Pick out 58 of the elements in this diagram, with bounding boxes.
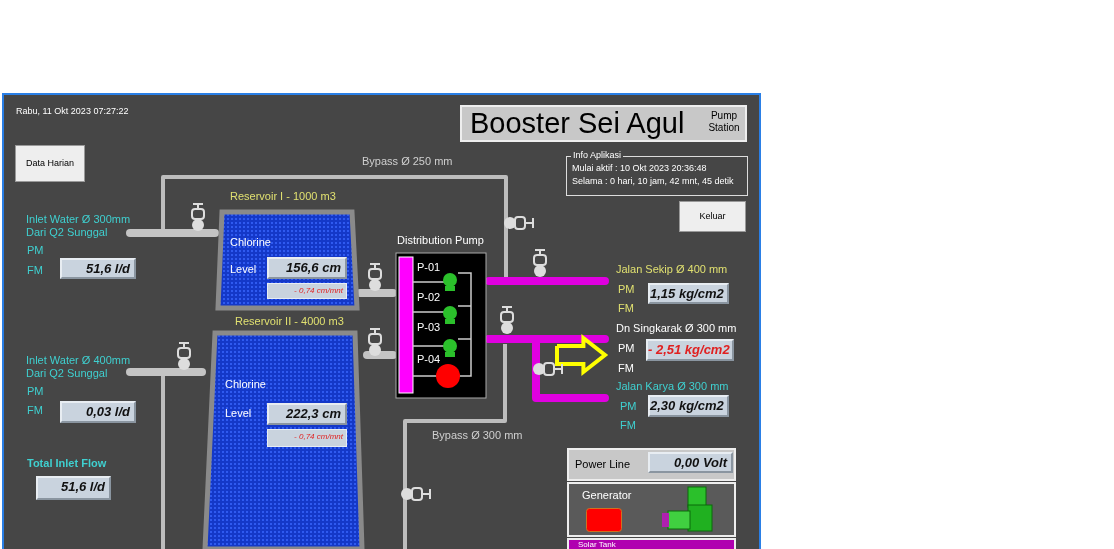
pump-label: P-02 — [417, 291, 442, 305]
pipe — [356, 289, 397, 297]
rate-readout: - 0,74 cm/mnt — [267, 283, 347, 299]
exit-button: Keluar — [679, 201, 746, 232]
info-text: Selama : 0 hari, 10 jam, 42 mnt, 45 detik — [572, 176, 735, 188]
text-label: PM — [27, 385, 45, 399]
screen-title: Booster Sei Agul — [470, 107, 685, 141]
pressure-readout: 1,15 kg/cm2 — [648, 283, 729, 304]
text-label: FM — [618, 362, 635, 376]
text-label: Chlorine — [230, 236, 272, 250]
text-label: Level — [225, 407, 253, 421]
voltage-readout: 0,00 Volt — [648, 452, 733, 473]
rate-readout: - 0,74 cm/mnt — [267, 429, 347, 447]
pipe-label: Jalan Karya Ø 300 mm — [616, 380, 730, 394]
text-label: PM — [27, 244, 45, 258]
text-label: Power Line — [575, 458, 632, 472]
pipe-label: Inlet Water Ø 400mm Dari Q2 Sunggal — [26, 354, 132, 381]
pipe — [126, 368, 206, 376]
pressure-readout: - 2,51 kg/cm2 — [646, 339, 734, 361]
pipe-label: Dn Singkarak Ø 300 mm — [616, 322, 738, 336]
text-label: Generator — [582, 489, 633, 503]
block-arrow — [555, 333, 609, 377]
pump-label: P-03 — [417, 321, 442, 335]
pipe — [363, 351, 397, 359]
text-label: Level — [230, 263, 258, 277]
subtitle: Pump Station — [707, 110, 741, 135]
flow-readout: 51,6 l/d — [60, 258, 136, 279]
daily-data-button: Data Harian — [15, 145, 85, 182]
pipe-label: Bypass Ø 250 mm — [362, 155, 454, 169]
pipe — [485, 277, 609, 285]
text-label: FM — [27, 264, 44, 278]
pipe-label: Inlet Water Ø 300mm Dari Q2 Sunggal — [26, 213, 132, 240]
pressure-readout: 2,30 kg/cm2 — [648, 395, 729, 417]
pipe-label: Jalan Sekip Ø 400 mm — [616, 263, 729, 277]
pipe — [126, 229, 219, 237]
text-label: Solar Tank — [578, 540, 617, 549]
panel-heading: Info Aplikasi — [571, 150, 624, 162]
level-readout: 222,3 cm — [267, 403, 347, 425]
info-text: Mulai aktif : 10 Okt 2023 20:36:48 — [572, 163, 708, 175]
flow-readout: 51,6 l/d — [36, 476, 111, 500]
flow-readout: 0,03 l/d — [60, 401, 136, 423]
tank-title: Reservoir II - 4000 m3 — [235, 315, 345, 329]
text-label: PM — [618, 342, 636, 356]
tank-title: Reservoir I - 1000 m3 — [230, 190, 337, 204]
date-time: Rabu, 11 Okt 2023 07:27:22 — [16, 106, 130, 118]
text-label: FM — [618, 302, 635, 316]
panel-title: Distribution Pump — [397, 234, 485, 248]
level-readout: 156,6 cm — [267, 257, 347, 279]
pump-label: P-04 — [417, 353, 442, 367]
text-label: Chlorine — [225, 378, 267, 392]
text-label: FM — [620, 419, 637, 433]
pipe — [485, 335, 609, 402]
text-label: FM — [27, 404, 44, 418]
section-title: Total Inlet Flow — [27, 457, 108, 471]
pipe-label: Bypass Ø 300 mm — [432, 429, 524, 443]
pump-label: P-01 — [417, 261, 442, 275]
text-label: PM — [618, 283, 636, 297]
text-label: PM — [620, 400, 638, 414]
